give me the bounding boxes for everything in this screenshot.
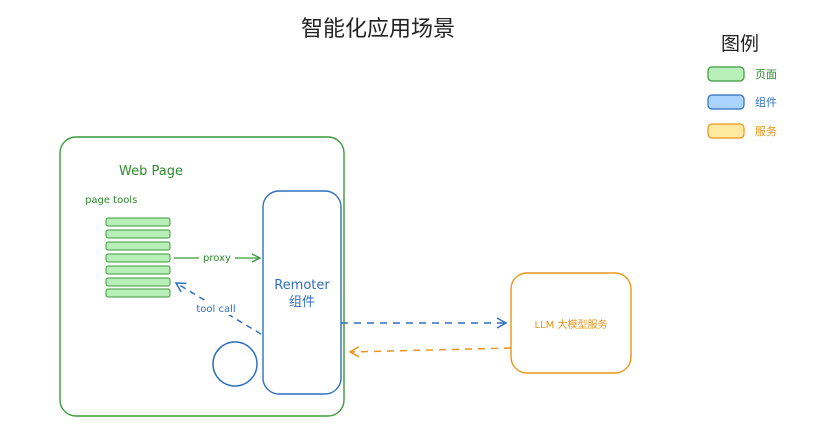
page-tool-item [105, 277, 171, 287]
page-tool-item [105, 288, 171, 298]
diagram-title: 智能化应用场景 [301, 17, 455, 42]
floating-button-circle [212, 341, 258, 387]
page-tool-item [105, 229, 171, 239]
legend: 图例 页面 组件 服务 [707, 33, 777, 139]
legend-swatch-service [707, 123, 745, 139]
legend-label-service: 服务 [755, 125, 777, 138]
proxy-label-bg [199, 250, 235, 264]
webpage-label: Web Page [119, 164, 183, 179]
llm-to-remoter-arrow [348, 346, 512, 358]
page-tool-item [105, 217, 171, 227]
remoter-box [262, 190, 342, 395]
remoter-label-line2: 组件 [289, 295, 315, 310]
legend-swatch-component [707, 94, 745, 110]
page-tools-stack [105, 217, 171, 298]
legend-label-page: 页面 [755, 68, 777, 81]
llm-service-box [510, 272, 632, 374]
legend-title: 图例 [721, 33, 759, 55]
remoter-label-line1: Remoter [274, 278, 330, 293]
page-tools-label: page tools [85, 195, 137, 206]
legend-label-component: 组件 [755, 95, 777, 109]
proxy-label: proxy [203, 253, 231, 264]
page-tool-item [105, 253, 171, 263]
llm-service-label: LLM 大模型服务 [535, 318, 608, 331]
page-tool-item [105, 265, 171, 275]
legend-swatch-page [707, 66, 745, 82]
tool-call-label-bg [193, 301, 239, 315]
page-tool-item [105, 241, 171, 251]
tool-call-label: tool call [196, 304, 235, 315]
